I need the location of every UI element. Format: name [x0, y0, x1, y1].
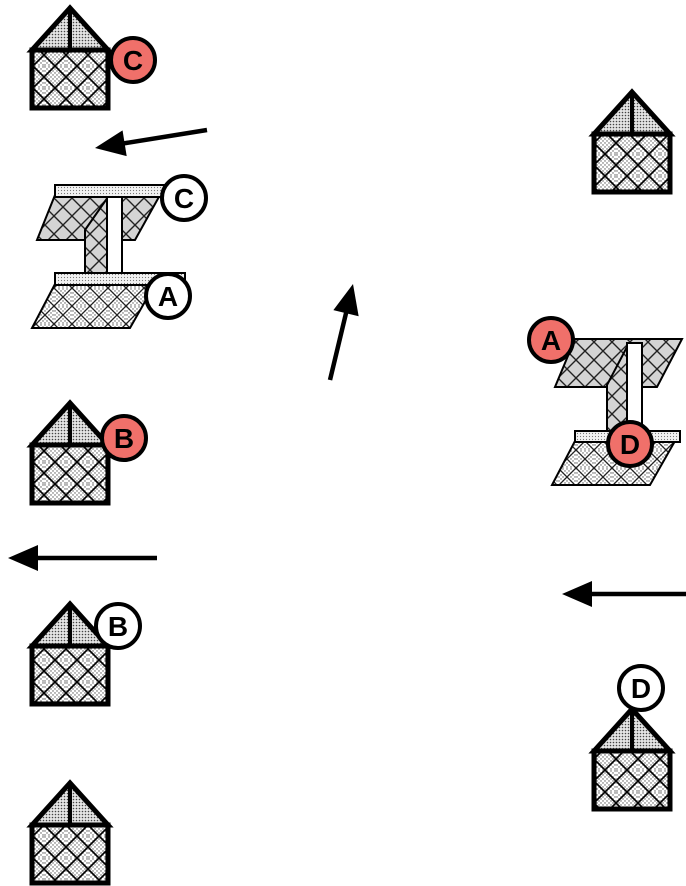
arrow-head: [333, 284, 359, 317]
arrow-shaft: [122, 127, 208, 146]
bridge-1-top-label-text: C: [174, 183, 194, 214]
bridge-2-top-label: A: [527, 316, 575, 364]
house-1-label: C: [109, 36, 157, 84]
house-3-label: B: [100, 414, 148, 462]
bridge-1-bottom-label-text: A: [158, 281, 178, 312]
house-6-label: D: [617, 664, 665, 712]
arrow-head: [562, 581, 592, 607]
bridge-pillar-face: [626, 342, 643, 434]
house-3-label-text: B: [114, 423, 134, 454]
bridge-2-top-label-text: A: [541, 325, 561, 356]
arrow-1: [95, 127, 208, 157]
house-4-label: B: [94, 602, 142, 650]
bridge-2-bottom-label: D: [606, 420, 654, 468]
bridge-pillar-face: [106, 196, 123, 276]
house-6-label-circle: [617, 664, 665, 712]
house-1-label-text: C: [123, 45, 143, 76]
house-6: D: [588, 664, 676, 812]
arrow-3: [8, 545, 157, 571]
bridge-2: AD: [527, 316, 684, 486]
house-body: [591, 131, 673, 195]
house-body: [29, 47, 111, 111]
bridge-lower-deck: [30, 283, 157, 329]
arrow-2: [327, 284, 359, 381]
house-1: C: [26, 4, 157, 111]
bridge-1-bottom-label: A: [144, 272, 192, 320]
house-4: B: [26, 600, 142, 707]
arrows: [8, 127, 686, 607]
house-body: [591, 748, 673, 812]
bridge-2-top-label-circle: [527, 316, 575, 364]
house-body: [29, 643, 111, 707]
house-body: [29, 822, 111, 886]
house-4-label-text: B: [108, 611, 128, 642]
arrow-shaft: [327, 310, 349, 381]
bridge-2-bottom-label-text: D: [620, 429, 640, 460]
house-3: B: [26, 399, 148, 506]
bridge-1: CA: [30, 174, 208, 329]
house-body: [29, 442, 111, 506]
arrow-head: [8, 545, 38, 571]
house-3-label-circle: [100, 414, 148, 462]
house-6-label-text: D: [631, 673, 651, 704]
arrow-head: [95, 130, 127, 157]
arrow-4: [562, 581, 686, 607]
bridge-1-top-label-circle: [160, 174, 208, 222]
house-4-label-circle: [94, 602, 142, 650]
houses: C B B D: [26, 4, 676, 886]
house-2: [588, 88, 676, 195]
bridge-2-bottom-label-circle: [606, 420, 654, 468]
bridge-1-top-label: C: [160, 174, 208, 222]
bridge-1-bottom-label-circle: [144, 272, 192, 320]
house-5: [26, 779, 114, 886]
house-1-label-circle: [109, 36, 157, 84]
